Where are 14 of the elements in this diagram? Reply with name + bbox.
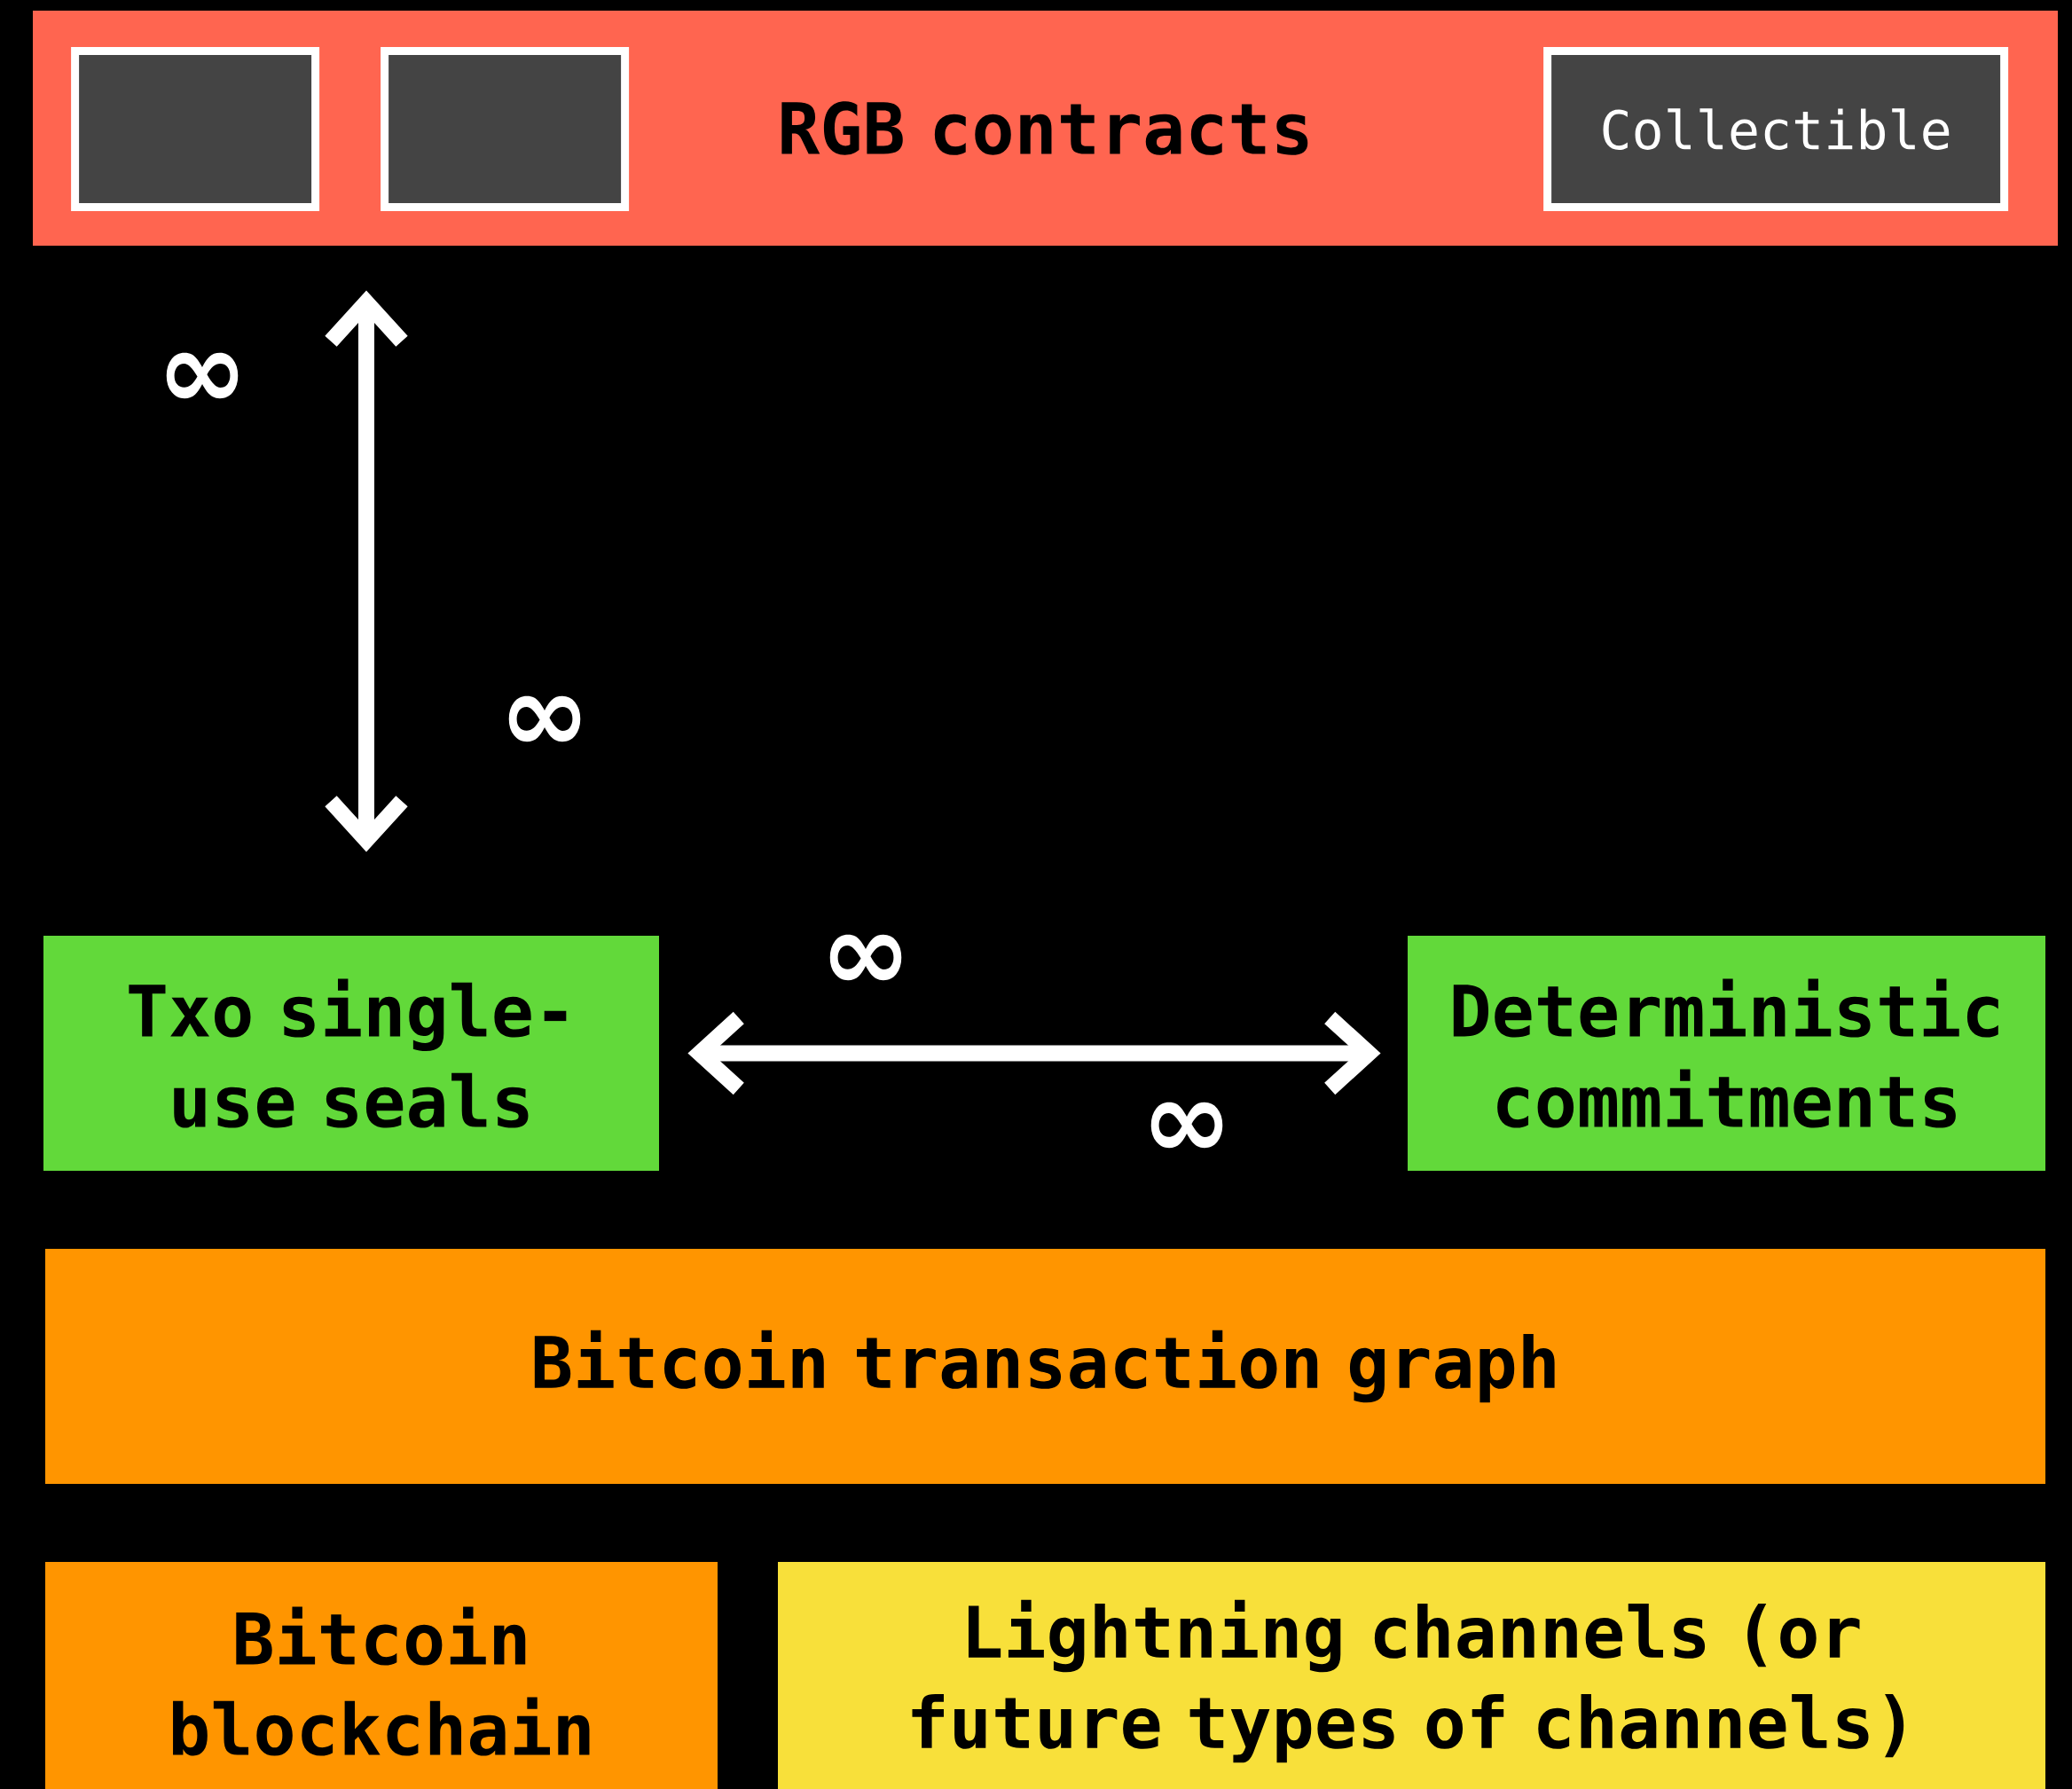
- token-box: Collectible: [1543, 47, 2009, 212]
- token-box: [71, 47, 320, 212]
- layer-box: Lightning channels (or future types of channels): [778, 1562, 2045, 1789]
- multiplicity-label: ∞: [829, 934, 902, 981]
- multiplicity-label: ∞: [1150, 1102, 1223, 1149]
- layer-box: Deterministic commitments: [1408, 936, 2045, 1171]
- layer-box: Bitcoin blockchain: [45, 1562, 718, 1789]
- multiplicity-label: ∞: [166, 352, 239, 399]
- arrow: [325, 290, 408, 852]
- arrow: [687, 1011, 1381, 1095]
- layer-box: Bitcoin transaction graph: [45, 1249, 2045, 1484]
- token-box: [381, 47, 630, 212]
- multiplicity-label: ∞: [508, 695, 581, 742]
- layer-box: Txo single-use seals: [43, 936, 659, 1171]
